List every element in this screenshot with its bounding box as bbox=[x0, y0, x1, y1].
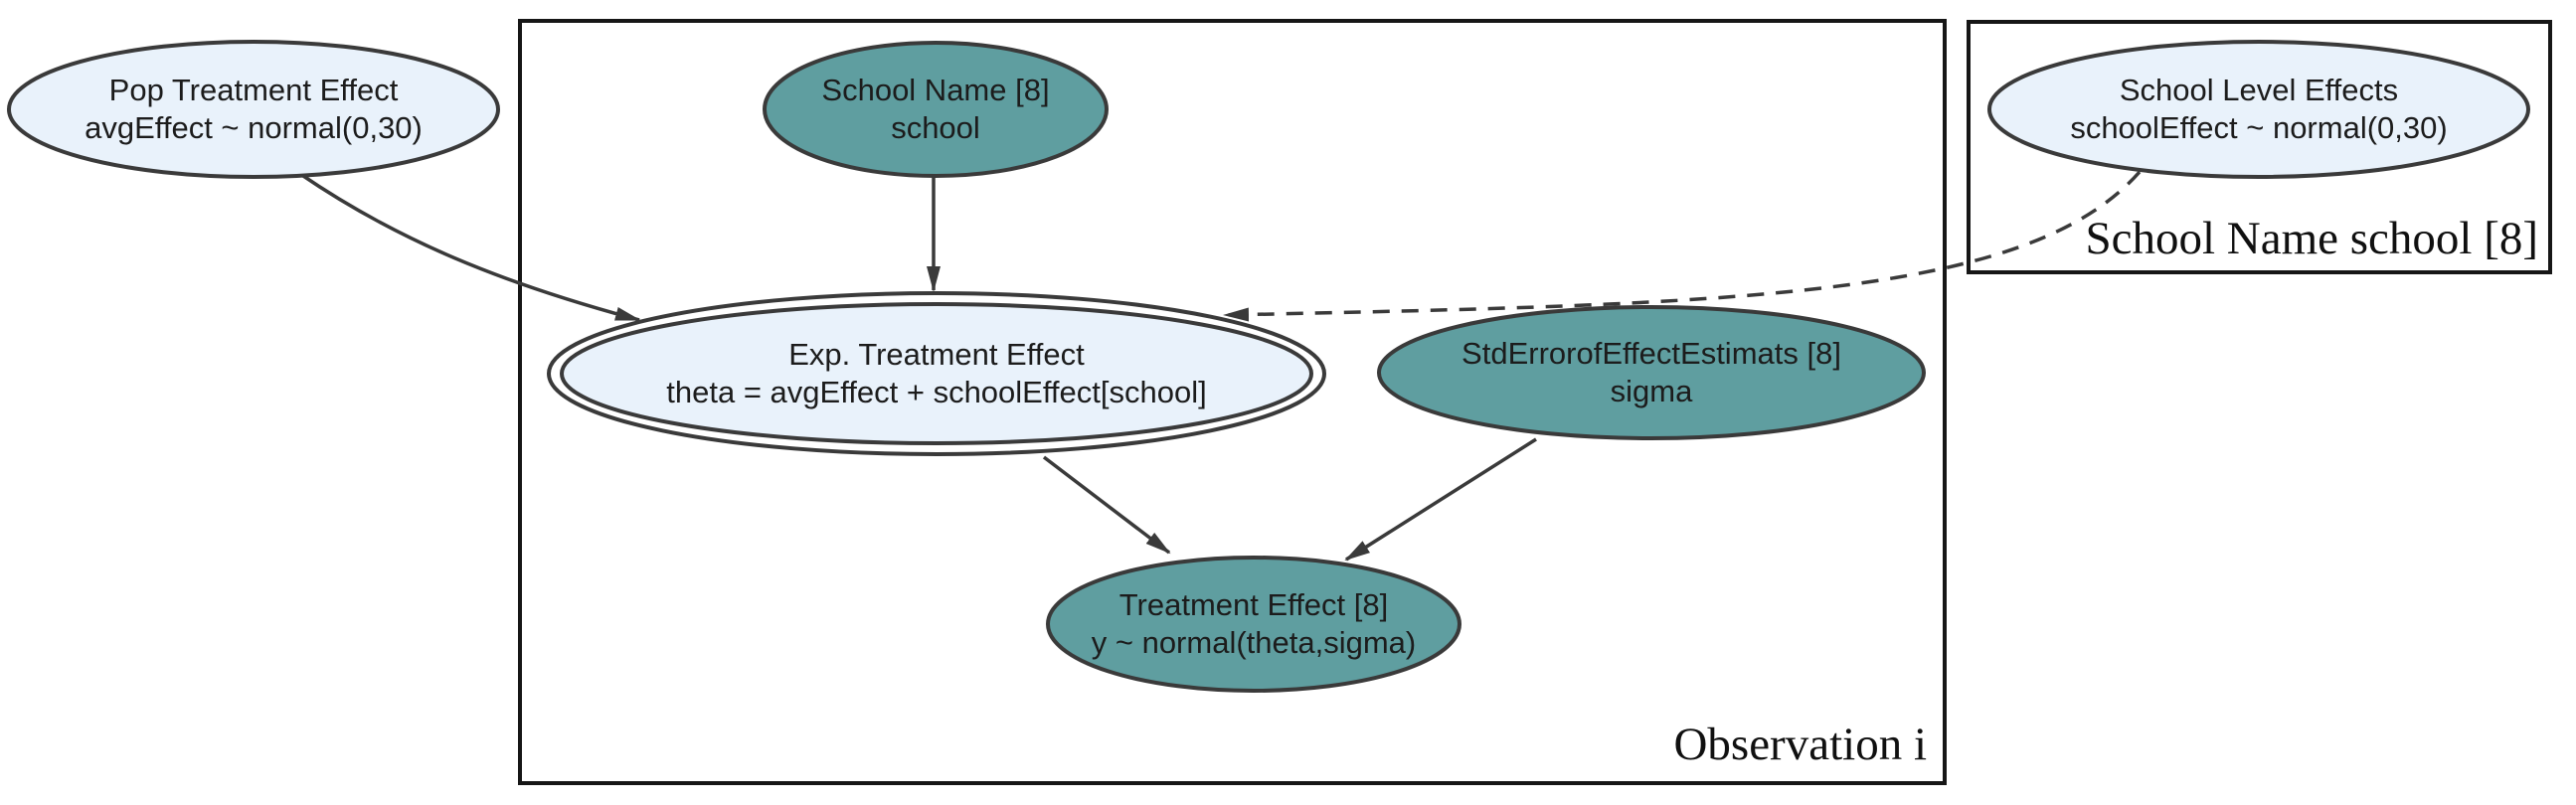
edge-pop-to-exp bbox=[299, 172, 641, 322]
pop-treatment-effect-formula: avgEffect ~ normal(0,30) bbox=[85, 110, 423, 145]
edge-sigma-to-treatment bbox=[1344, 437, 1537, 562]
observation-plate-border bbox=[518, 19, 1947, 785]
treatment-effect-title: Treatment Effect [8] bbox=[1119, 587, 1389, 622]
std-error-formula: sigma bbox=[1611, 374, 1693, 408]
school-level-effects-formula: schoolEffect ~ normal(0,30) bbox=[2070, 110, 2447, 145]
std-error-title: StdErrorofEffectEstimats [8] bbox=[1461, 336, 1841, 371]
plate-school: School Name school [8] bbox=[1967, 20, 2552, 274]
pop-treatment-effect-ellipse bbox=[7, 40, 500, 179]
std-error-ellipse bbox=[1377, 305, 1926, 440]
node-std-error-of-effect-estimates: StdErrorofEffectEstimats [8] sigma bbox=[1377, 305, 1926, 440]
treatment-effect-formula: y ~ normal(theta,sigma) bbox=[1092, 625, 1416, 660]
node-school-name: School Name [8] school bbox=[763, 41, 1109, 178]
observation-plate-label: Observation i bbox=[1673, 719, 1927, 770]
plate-observation: Observation i bbox=[518, 19, 1947, 785]
node-pop-treatment-effect: Pop Treatment Effect avgEffect ~ normal(… bbox=[7, 40, 500, 179]
exp-treatment-effect-inner-ellipse bbox=[560, 302, 1313, 445]
edge-exp-to-treatment bbox=[1042, 455, 1171, 555]
school-name-title: School Name [8] bbox=[821, 73, 1049, 107]
school-plate-border bbox=[1967, 20, 2552, 274]
exp-treatment-effect-formula: theta = avgEffect + schoolEffect[school] bbox=[666, 375, 1206, 409]
school-plate-label: School Name school [8] bbox=[2085, 213, 2538, 264]
exp-treatment-effect-title: Exp. Treatment Effect bbox=[788, 337, 1085, 372]
node-exp-treatment-effect: Exp. Treatment Effect theta = avgEffect … bbox=[547, 291, 1326, 456]
node-treatment-effect: Treatment Effect [8] y ~ normal(theta,si… bbox=[1046, 556, 1461, 693]
school-level-effects-ellipse bbox=[1987, 40, 2530, 179]
school-level-effects-title: School Level Effects bbox=[2120, 73, 2398, 107]
pop-treatment-effect-title: Pop Treatment Effect bbox=[109, 73, 399, 107]
school-name-ellipse bbox=[763, 41, 1109, 178]
school-name-formula: school bbox=[891, 110, 980, 145]
node-school-level-effects: School Level Effects schoolEffect ~ norm… bbox=[1987, 40, 2530, 179]
treatment-effect-ellipse bbox=[1046, 556, 1461, 693]
edge-school-effect-to-exp-dashed bbox=[1223, 170, 2142, 322]
